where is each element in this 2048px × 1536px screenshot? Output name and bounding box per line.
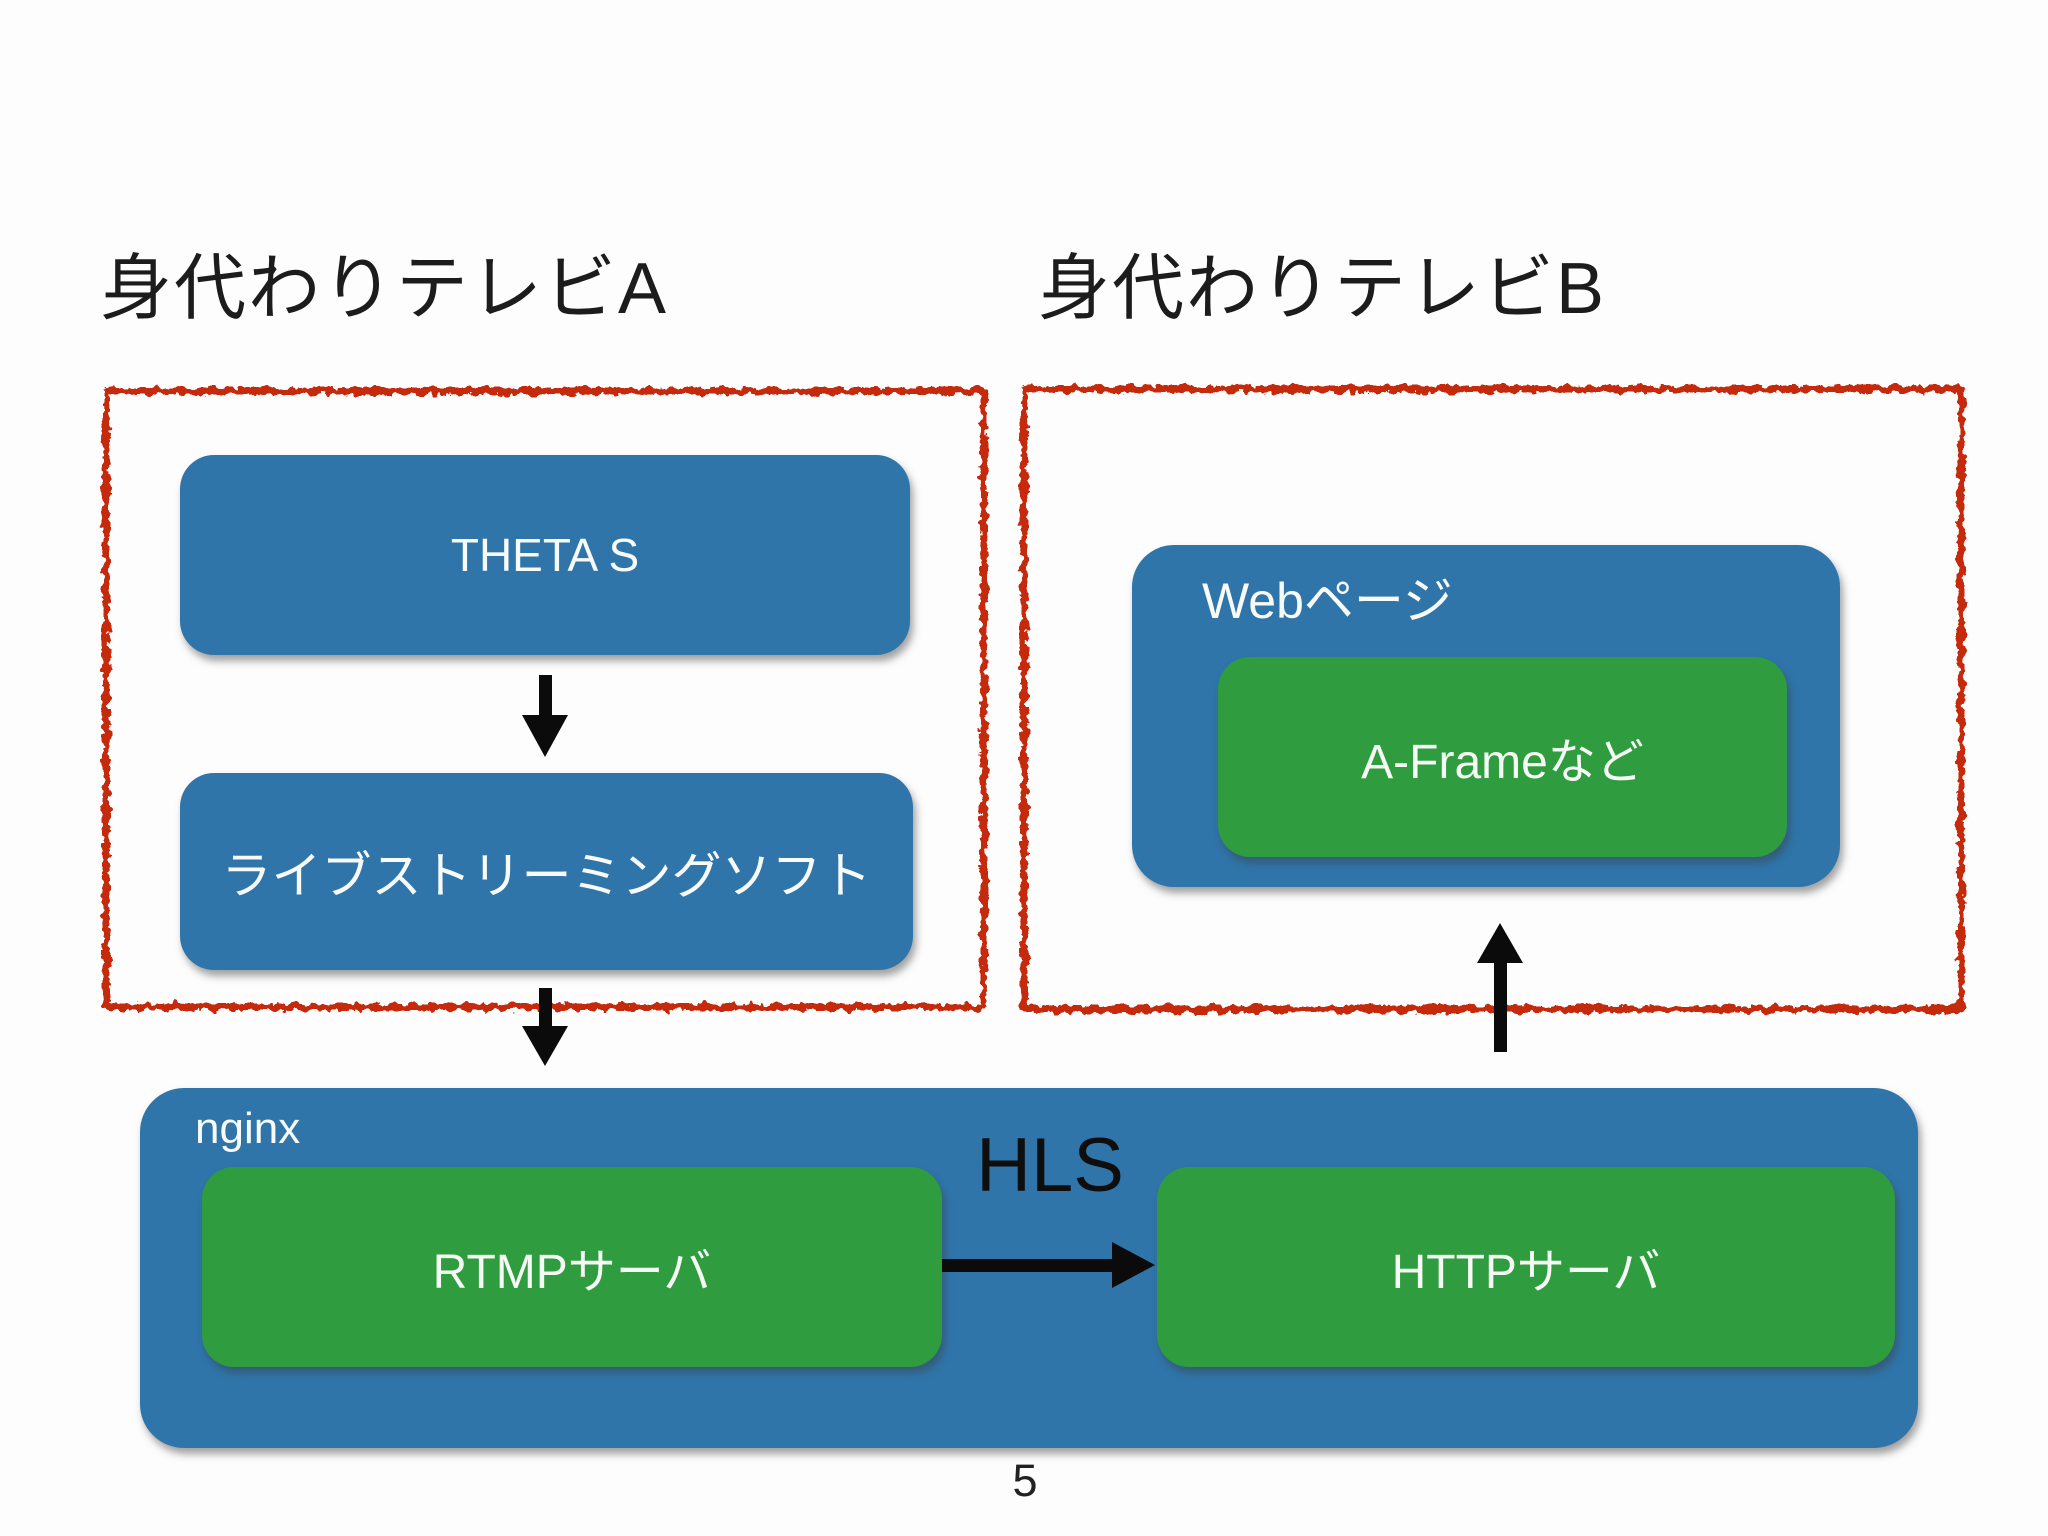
arrow-head [1112, 1242, 1155, 1288]
theta-s-box: THETA S [180, 455, 910, 655]
down-arrow-icon [522, 988, 568, 1066]
up-arrow-icon [1477, 923, 1523, 1052]
web-page-box: Webページ A-Frameなど [1132, 545, 1840, 887]
a-frame-label: A-Frameなど [1361, 736, 1644, 789]
http-server-label: HTTPサーバ [1391, 1246, 1661, 1299]
arrow-shaft [538, 675, 552, 715]
red-frame-b [1020, 385, 1965, 1013]
down-arrow-icon [522, 675, 568, 757]
arrow-shaft [942, 1258, 1112, 1272]
live-streaming-box: ライブストリーミングソフト [180, 773, 913, 970]
live-streaming-label: ライブストリーミングソフト [221, 847, 872, 904]
right-arrow-icon [942, 1242, 1155, 1288]
arrow-shaft [1493, 963, 1507, 1052]
web-page-label: Webページ [1202, 573, 1453, 629]
title-substitute-tv-b: 身代わりテレビB [1038, 249, 1607, 329]
rtmp-server-label: RTMPサーバ [432, 1246, 712, 1299]
page-number: 5 [1012, 1455, 1038, 1506]
hls-label: HLS [976, 1123, 1124, 1208]
title-substitute-tv-a: 身代わりテレビA [100, 249, 669, 329]
arrow-head [522, 715, 568, 757]
theta-s-label: THETA S [450, 529, 640, 581]
arrow-head [1477, 923, 1523, 963]
rtmp-server-box: RTMPサーバ [202, 1167, 942, 1367]
arrow-head [522, 1026, 568, 1066]
nginx-label: nginx [195, 1104, 301, 1153]
http-server-box: HTTPサーバ [1157, 1167, 1895, 1367]
arrow-shaft [538, 988, 552, 1026]
a-frame-box: A-Frameなど [1218, 657, 1787, 857]
